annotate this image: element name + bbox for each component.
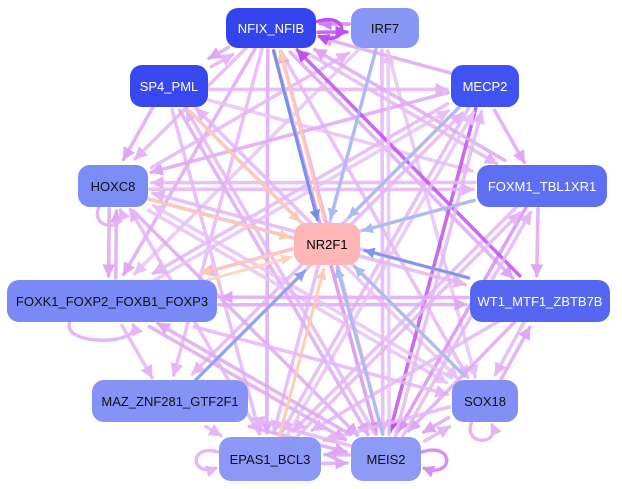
- edge-wt1-mtf1-zbtb7b-to-nr2f1: [363, 247, 471, 280]
- edge-maz-znf281-gtf2f1-to-epas1-bcl3: [204, 424, 223, 438]
- edge-wt1-mtf1-zbtb7b-to-epas1-bcl3: [310, 319, 501, 433]
- edge-meis2-to-foxk1-foxp2-foxb1-foxp3: [156, 321, 353, 437]
- edge-sp4-pml-to-hoxc8: [121, 105, 155, 162]
- node-nr2f1[interactable]: NR2F1: [294, 223, 360, 265]
- node-sp4-pml[interactable]: SP4_PML: [130, 65, 208, 107]
- edge-maz-znf281-gtf2f1-to-nr2f1: [194, 269, 307, 382]
- edge-sox18-to-meis2: [421, 415, 451, 435]
- node-meis2[interactable]: MEIS2: [351, 437, 421, 481]
- edge-foxm1-tbl1xr1-to-nr2f1: [361, 198, 476, 234]
- edge-sox18-to-nr2f1: [353, 265, 467, 378]
- edge-nfix-nfib-to-epas1-bcl3: [260, 48, 274, 435]
- edge-foxk1-foxp2-foxb1-foxp3-to-maz-znf281-gtf2f1: [120, 323, 154, 380]
- edge-sp4-pml-to-nr2f1: [187, 109, 301, 223]
- node-maz-znf281-gtf2f1[interactable]: MAZ_ZNF281_GTF2F1: [92, 380, 248, 422]
- self-loop-meis2: [420, 448, 449, 478]
- node-label: IRF7: [370, 20, 400, 36]
- edge-nr2f1-to-nfix-nfib: [277, 49, 326, 222]
- edge-wt1-mtf1-zbtb7b-to-nfix-nfib: [295, 48, 522, 278]
- edge-foxk1-foxp2-foxb1-foxp3-to-hoxc8: [109, 209, 123, 280]
- edge-epas1-bcl3-to-nr2f1: [278, 268, 327, 438]
- edge-meis2-to-foxm1-tbl1xr1: [400, 210, 533, 439]
- node-label: MAZ_ZNF281_GTF2F1: [101, 393, 239, 409]
- node-nfix-nfib[interactable]: NFIX_NFIB: [226, 8, 316, 48]
- edge-sox18-to-epas1-bcl3: [322, 405, 452, 444]
- edge-sox18-to-wt1-mtf1-zbtb7b: [499, 325, 532, 382]
- edge-foxk1-foxp2-foxb1-foxp3-to-nr2f1: [203, 254, 293, 283]
- edge-meis2-to-sox18: [422, 424, 452, 444]
- edge-meis2-to-mecp2: [393, 110, 485, 438]
- edge-nr2f1-to-foxk1-foxp2-foxb1-foxp3: [199, 248, 293, 276]
- node-label: FOXK1_FOXP2_FOXB1_FOXP3: [15, 293, 209, 309]
- node-hoxc8[interactable]: HOXC8: [78, 165, 148, 207]
- edge-foxm1-tbl1xr1-to-wt1-mtf1-zbtb7b: [530, 207, 544, 278]
- node-wt1-mtf1-zbtb7b[interactable]: WT1_MTF1_ZBTB7B: [470, 280, 610, 322]
- node-label: NR2F1: [306, 236, 348, 252]
- node-label: NFIX_NFIB: [237, 20, 305, 36]
- edge-nfix-nfib-to-sox18: [278, 49, 470, 380]
- node-label: HOXC8: [90, 178, 136, 194]
- edge-mecp2-to-epas1-bcl3: [280, 105, 471, 434]
- edge-mecp2-to-nr2f1: [347, 105, 461, 219]
- node-label: MECP2: [462, 78, 508, 94]
- edge-hoxc8-to-nr2f1: [147, 198, 291, 241]
- edge-foxk1-foxp2-foxb1-foxp3-to-mecp2: [152, 109, 451, 283]
- edge-sp4-pml-to-nfix-nfib: [209, 52, 235, 69]
- node-mecp2[interactable]: MECP2: [451, 65, 519, 107]
- self-loop-hoxc8: [95, 206, 131, 227]
- node-label: EPAS1_BCL3: [229, 451, 311, 467]
- edge-meis2-to-sp4-pml: [184, 107, 377, 436]
- node-irf7[interactable]: IRF7: [351, 8, 419, 48]
- self-loop-foxk1-foxp2-foxb1-foxp3: [67, 321, 144, 342]
- edge-meis2-to-maz-znf281-gtf2f1: [251, 415, 352, 448]
- node-label: WT1_MTF1_ZBTB7B: [477, 293, 603, 309]
- edge-mecp2-to-foxm1-tbl1xr1: [492, 108, 527, 165]
- edge-foxm1-tbl1xr1-to-meis2: [396, 205, 528, 434]
- edge-irf7-to-meis2: [376, 48, 390, 435]
- edge-nfix-nfib-to-sp4-pml: [207, 45, 231, 61]
- edge-meis2-to-nr2f1: [334, 266, 385, 436]
- self-loop-epas1-bcl3: [194, 448, 220, 478]
- edge-epas1-bcl3-to-foxm1-tbl1xr1: [294, 211, 522, 439]
- node-label: MEIS2: [366, 451, 406, 467]
- node-label: SOX18: [464, 393, 506, 409]
- edge-hoxc8-to-foxk1-foxp2-foxb1-foxp3: [102, 207, 116, 278]
- edge-nfix-nfib-to-nr2f1: [272, 49, 321, 222]
- node-foxm1-tbl1xr1[interactable]: FOXM1_TBL1XR1: [477, 165, 607, 207]
- node-foxk1-foxp2-foxb1-foxp3[interactable]: FOXK1_FOXP2_FOXB1_FOXP3: [7, 280, 217, 322]
- edge-sp4-pml-to-foxm1-tbl1xr1: [207, 98, 475, 175]
- node-label: FOXM1_TBL1XR1: [487, 178, 597, 194]
- node-sox18[interactable]: SOX18: [452, 380, 518, 422]
- edge-mecp2-to-hoxc8: [149, 90, 451, 176]
- edge-sp4-pml-to-meis2: [177, 108, 370, 437]
- self-loop-sox18: [468, 421, 502, 442]
- self-loop-nfix-nfib: [315, 18, 344, 46]
- edge-hoxc8-to-irf7: [149, 51, 351, 170]
- edge-irf7-to-nr2f1: [327, 47, 378, 220]
- node-label: SP4_PML: [139, 78, 199, 94]
- edge-hoxc8-to-meis2: [131, 209, 360, 437]
- edge-epas1-bcl3-to-mecp2: [284, 110, 476, 439]
- edge-sox18-to-hoxc8: [151, 203, 454, 380]
- edge-meis2-to-irf7: [381, 50, 395, 437]
- node-epas1-bcl3[interactable]: EPAS1_BCL3: [219, 437, 321, 481]
